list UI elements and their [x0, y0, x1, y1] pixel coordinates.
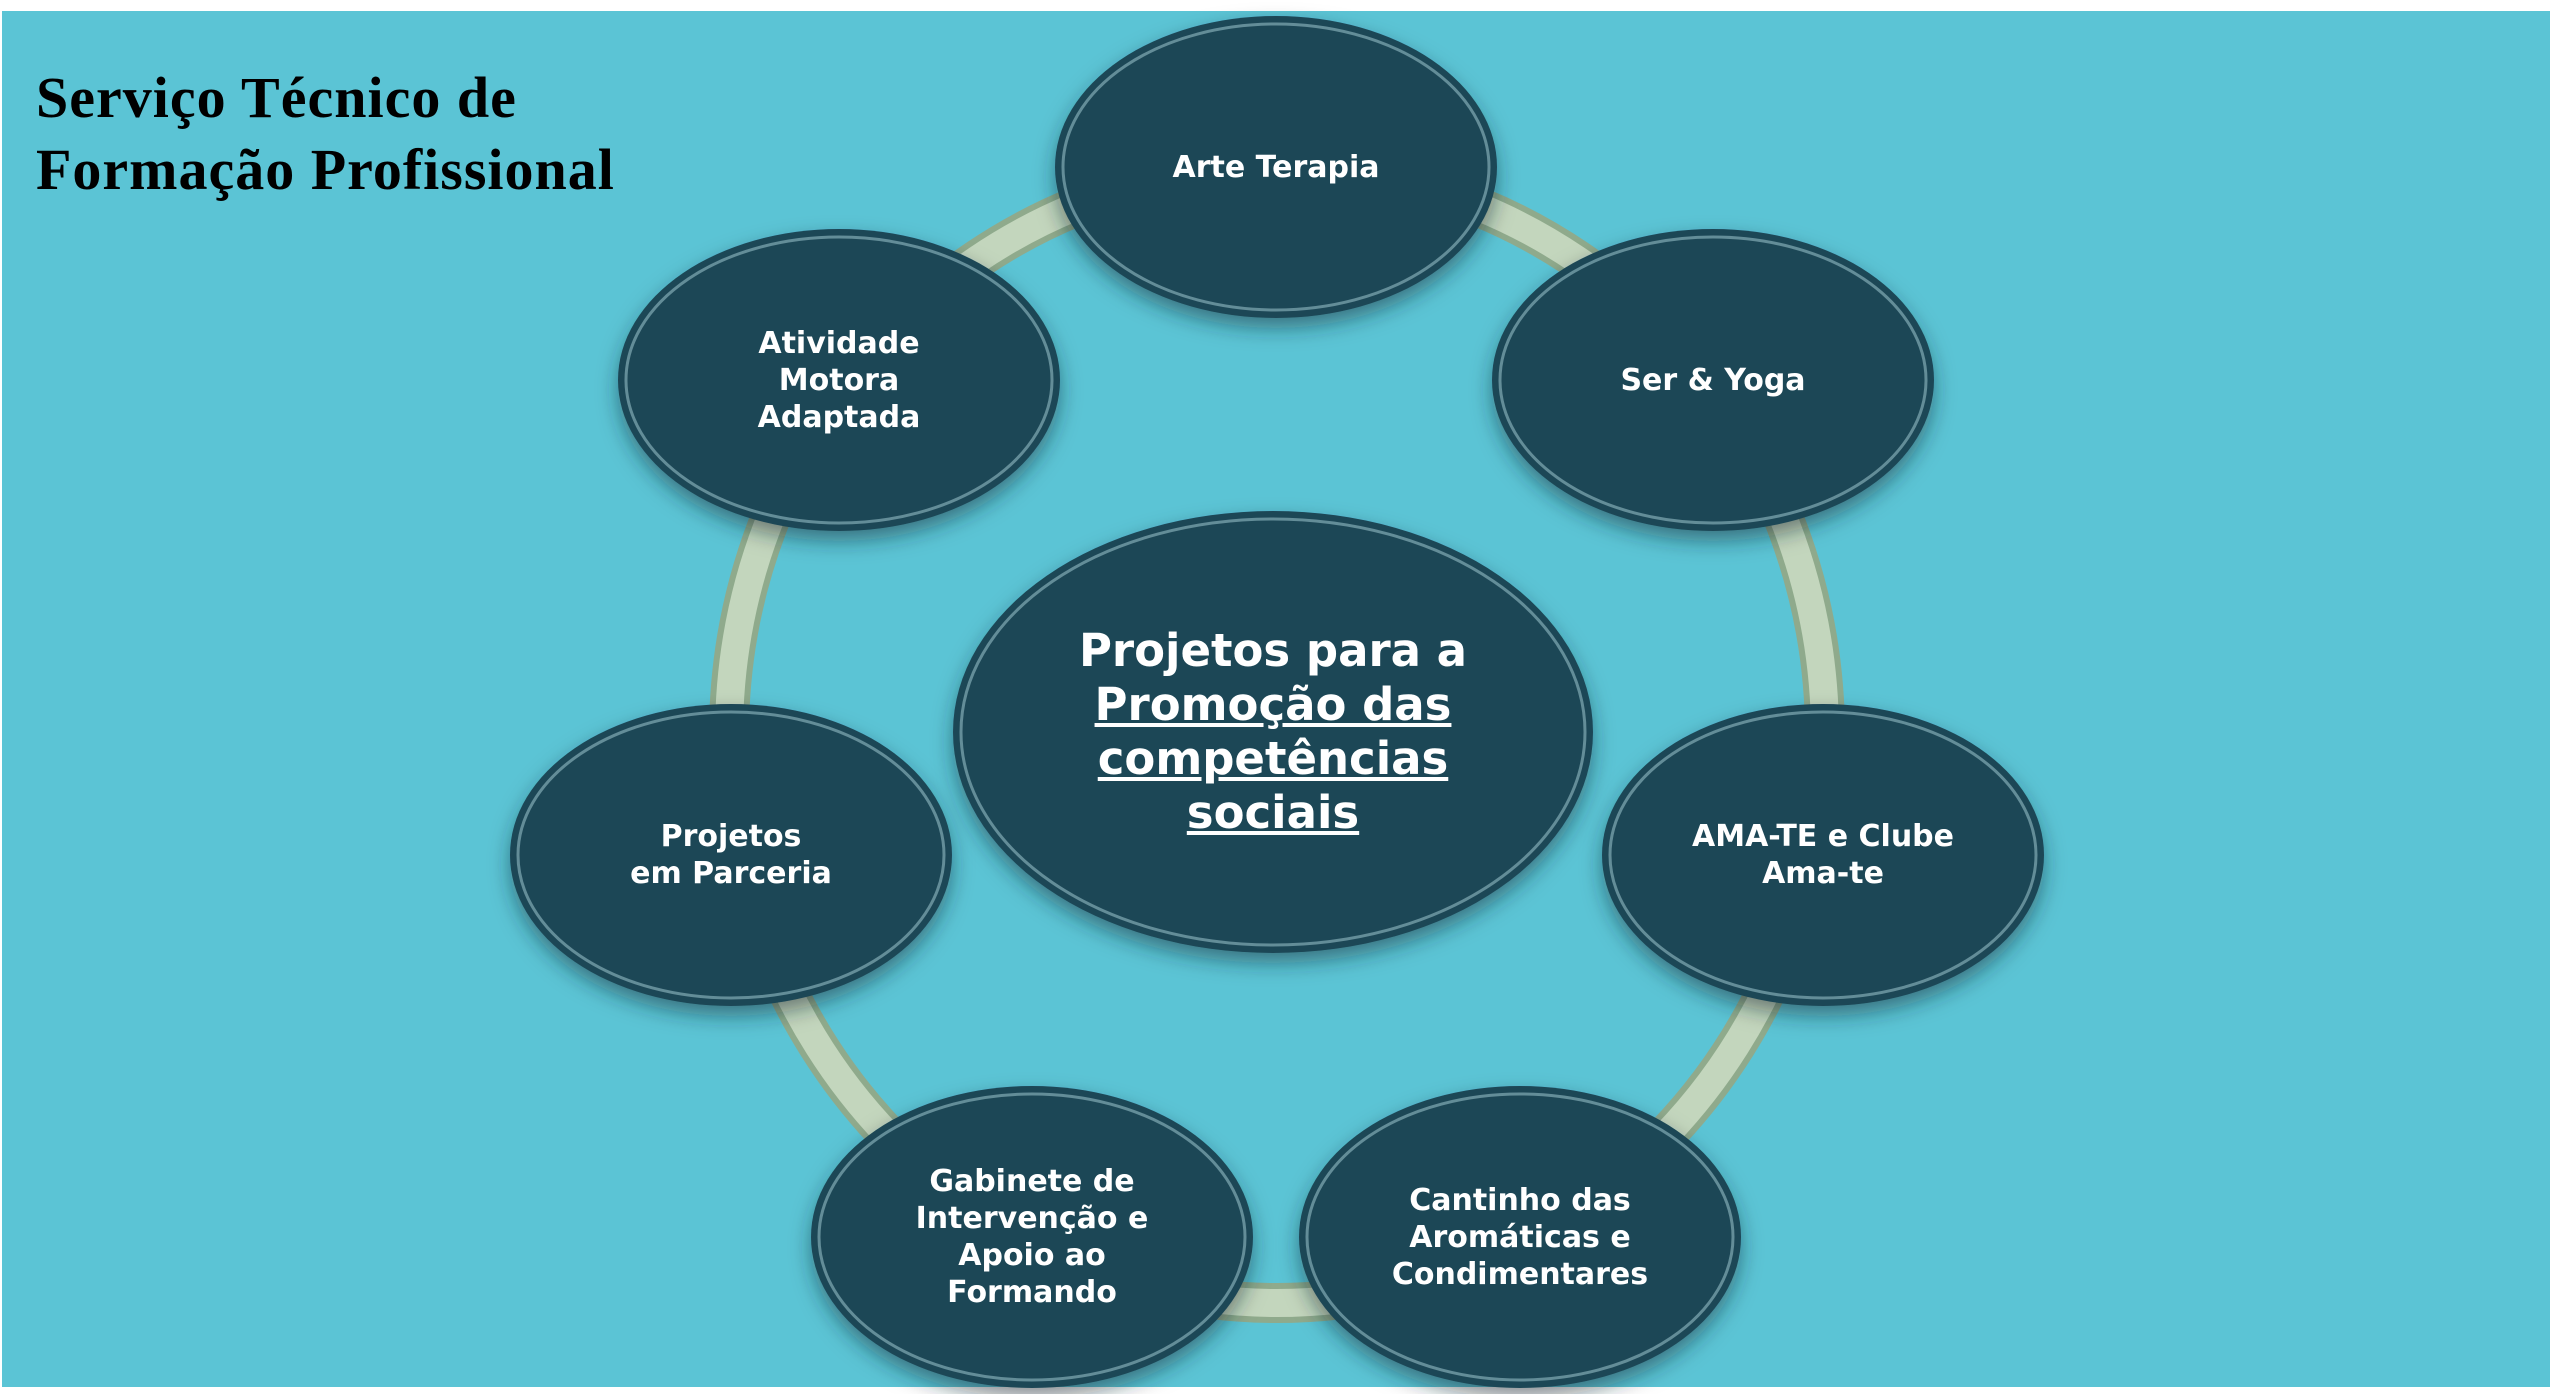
node-ama-te-rim [1608, 710, 2038, 1000]
page-title: Serviço Técnico de Formação Profissional [36, 62, 615, 206]
title-line-1: Serviço Técnico de [36, 65, 517, 130]
node-arte-terapia-rim [1061, 22, 1491, 312]
node-label: Arte Terapia [1172, 149, 1380, 185]
center-line-2: Promoção das [1094, 678, 1452, 731]
node-cantinho-rim [1305, 1092, 1735, 1382]
center-node-ellipse [953, 511, 1593, 953]
node-ama-te-ellipse [1602, 704, 2044, 1006]
node-ser-yoga: Ser & Yoga [1492, 229, 1934, 531]
node-label: Ser & Yoga [1620, 362, 1806, 398]
node-projetos-parceria-rim [516, 710, 946, 1000]
node-projetos-parceria-ellipse [510, 704, 952, 1006]
center-line-1: Projetos para a [1078, 624, 1468, 677]
node-atividade-motora-ellipse [618, 229, 1060, 531]
title-line-2: Formação Profissional [36, 137, 615, 202]
node-label: Gabinete de Intervenção e Apoio ao Forma… [915, 1164, 1149, 1310]
node-atividade-motora: Atividade Motora Adaptada [618, 229, 1060, 531]
node-atividade-motora-rim [624, 235, 1054, 525]
node-arte-terapia-ellipse [1055, 16, 1497, 318]
node-gabinete-rim [817, 1092, 1247, 1382]
center-line-4: sociais [1186, 786, 1360, 839]
center-node-rim [959, 517, 1587, 947]
node-label: Atividade Motora Adaptada [757, 325, 921, 435]
node-label: AMA-TE e Clube Ama-te [1692, 819, 1955, 891]
node-arte-terapia: Arte Terapia [1055, 16, 1497, 318]
node-ser-yoga-rim [1498, 235, 1928, 525]
node-label: Cantinho das Aromáticas e Condimentares [1391, 1182, 1649, 1292]
node-cantinho: Cantinho das Aromáticas e Condimentares [1299, 1086, 1741, 1388]
node-ser-yoga-ellipse [1492, 229, 1934, 531]
node-cantinho-ellipse [1299, 1086, 1741, 1388]
center-line-3: competências [1097, 732, 1449, 785]
node-gabinete-ellipse [811, 1086, 1253, 1388]
node-ama-te: AMA-TE e Clube Ama-te [1602, 704, 2044, 1006]
node-projetos-parceria: Projetos em Parceria [510, 704, 952, 1006]
node-gabinete: Gabinete de Intervenção e Apoio ao Forma… [811, 1086, 1253, 1388]
node-label: Projetos em Parceria [630, 819, 832, 891]
center-node: Projetos para a Promoção das competência… [953, 511, 1593, 953]
